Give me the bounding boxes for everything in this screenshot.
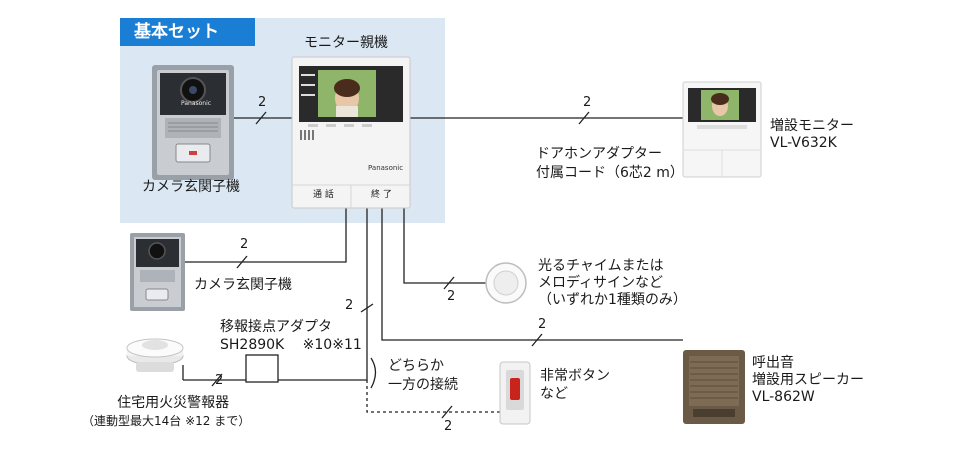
door-camera-brand: Panasonic [181, 100, 212, 107]
extra-speaker-icon [683, 350, 745, 424]
either-note-label: どちらか 一方の接続 [388, 357, 458, 395]
main-monitor-label: モニター親機 [304, 35, 388, 51]
wire-ticks [211, 111, 590, 419]
speaker-label: 呼出音 増設用スピーカー VL-862W [752, 355, 864, 406]
main-monitor [291, 56, 411, 209]
wire-count-relay: 2 [345, 298, 354, 313]
wire-count-emergency: 2 [444, 419, 453, 434]
extra-monitor-label: 増設モニター VL-V632K [770, 118, 854, 152]
fire-alarm-line1: 住宅用火災警報器 [117, 395, 230, 411]
chime-line2: メロディサインなど [538, 275, 664, 291]
chime-line3: （いずれか1種類のみ） [538, 292, 687, 308]
emergency-button-icon [499, 361, 531, 425]
wire-count-fire-alarm: 2 [215, 373, 224, 388]
speaker-grille-icon [300, 130, 314, 140]
emergency-button-line1: 非常ボタン [540, 368, 610, 384]
either-note-line2: 一方の接続 [388, 377, 458, 393]
speaker-line3: VL-862W [752, 389, 815, 405]
speaker-line1: 呼出音 [752, 355, 794, 371]
main-monitor-end-button: 終 了 [371, 190, 392, 200]
relay-adapter-line2: SH2890K ※10※11 [220, 337, 362, 353]
extra-monitor [682, 81, 762, 178]
wire-extra-camera [185, 208, 347, 263]
either-note-line1: どちらか [388, 358, 444, 374]
fire-alarm-icon [126, 338, 184, 372]
speaker-line2: 増設用スピーカー [752, 372, 864, 388]
relay-adapter-line1: 移報接点アダプタ [220, 319, 332, 335]
door-camera-main-label: カメラ玄関子機 [142, 179, 240, 195]
relay-adapter-label: 移報接点アダプタ SH2890K ※10※11 [220, 318, 362, 354]
basic-set-tag: 基本セット [120, 18, 255, 46]
adapter-cord-line2: 付属コード（6芯2 m） [536, 165, 684, 181]
call-button-icon [189, 151, 197, 155]
wire-count-extra-camera: 2 [240, 237, 249, 252]
extra-monitor-name: 増設モニター [770, 118, 854, 134]
wire-count-speaker: 2 [538, 317, 547, 332]
fire-alarm-label: 住宅用火災警報器 （連動型最大14台 ※12 まで） [82, 394, 250, 430]
extra-monitor-model: VL-V632K [770, 135, 837, 151]
adapter-cord-label: ドアホンアダプター 付属コード（6芯2 m） [536, 145, 684, 183]
either-bracket [370, 357, 377, 389]
main-monitor-brand: Panasonic [368, 164, 404, 172]
wire-count-chime: 2 [447, 289, 456, 304]
wire-count-main-camera: 2 [258, 95, 267, 110]
chime-icon [485, 262, 527, 304]
fire-alarm-line2: （連動型最大14台 ※12 まで） [82, 414, 251, 428]
door-camera-extra [130, 233, 185, 311]
main-monitor-talk-button: 通 話 [313, 190, 334, 200]
wire-chime [403, 208, 486, 284]
wire-speaker [381, 208, 683, 341]
adapter-cord-line1: ドアホンアダプター [536, 146, 662, 162]
chime-label: 光るチャイムまたは メロディサインなど （いずれか1種類のみ） [538, 258, 687, 309]
door-camera-extra-label: カメラ玄関子機 [194, 277, 292, 293]
emergency-button-line2: など [540, 386, 568, 402]
emergency-button-label: 非常ボタン など [540, 367, 610, 403]
chime-line1: 光るチャイムまたは [538, 258, 664, 274]
door-camera-main [152, 65, 234, 180]
wire-relay [278, 208, 368, 381]
wire-emergency-dashed [366, 380, 500, 413]
wire-count-extra-monitor: 2 [583, 95, 592, 110]
wires [182, 117, 683, 413]
relay-adapter-box [245, 354, 279, 383]
